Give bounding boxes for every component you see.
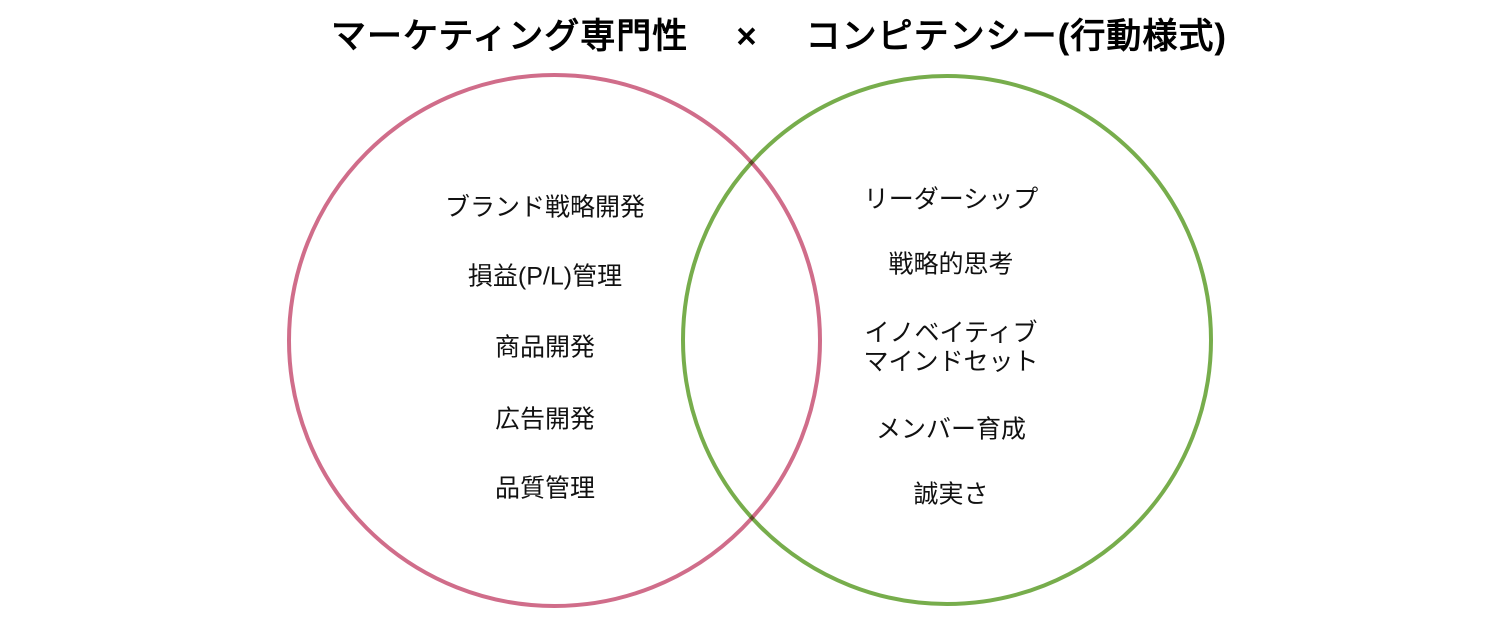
title-multiply-sign: ×	[736, 17, 758, 56]
left-item-quality-management: 品質管理	[494, 474, 596, 503]
left-item-product-development: 商品開発	[494, 333, 596, 362]
left-item-brand-strategy: ブランド戦略開発	[444, 193, 646, 222]
left-item-pl-management: 損益(P/L)管理	[467, 262, 623, 291]
right-circle-competency	[681, 74, 1213, 606]
right-item-integrity: 誠実さ	[913, 480, 989, 509]
page-title: マーケティング専門性 × コンピテンシー(行動様式)	[0, 8, 1500, 59]
title-left-label: マーケティング専門性	[331, 17, 689, 56]
right-item-innovative-mindset: イノベイティブ マインドセット	[863, 319, 1039, 376]
right-item-strategic-thinking: 戦略的思考	[888, 250, 1014, 279]
left-item-ad-development: 広告開発	[494, 405, 596, 434]
right-item-leadership: リーダーシップ	[863, 185, 1039, 214]
right-item-member-development: メンバー育成	[875, 415, 1027, 444]
title-right-label: コンピテンシー(行動様式)	[805, 17, 1227, 56]
